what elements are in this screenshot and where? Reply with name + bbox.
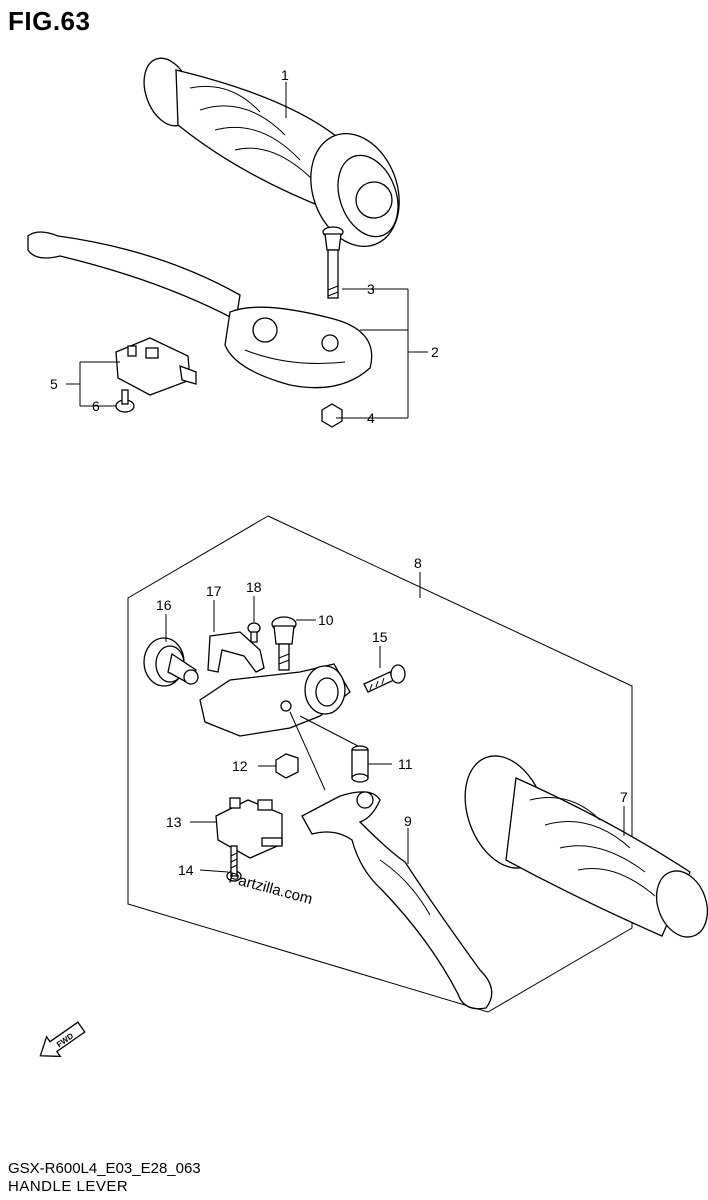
callout-12: 12 [232, 758, 248, 774]
clutch-switch [215, 797, 283, 859]
callout-5: 5 [50, 376, 58, 392]
callout-13: 13 [166, 814, 182, 830]
front-stop-switch [115, 337, 197, 396]
bottom-leader-lines [165, 596, 625, 873]
clutch-lever [301, 791, 493, 1010]
callout-6: 6 [92, 398, 100, 414]
switch-bracket [207, 631, 265, 673]
nut [321, 403, 343, 428]
callout-11: 11 [398, 756, 413, 772]
section-name: HANDLE LEVER [8, 1178, 129, 1195]
lever-collar [351, 745, 369, 783]
top-leader-lines [66, 82, 428, 419]
figure-title: FIG.63 [8, 6, 91, 36]
callout-16: 16 [156, 597, 172, 613]
callout-7: 7 [620, 789, 628, 805]
callout-labels: 1 2 3 4 5 6 7 8 9 10 11 12 13 14 15 16 1… [50, 67, 628, 878]
callout-1: 1 [281, 67, 289, 83]
callout-18: 18 [246, 579, 262, 595]
clutch-adjuster [143, 637, 199, 687]
left-grip [464, 755, 708, 938]
callout-2: 2 [431, 344, 439, 360]
callout-15: 15 [372, 629, 388, 645]
callout-4: 4 [367, 410, 375, 426]
callout-8: 8 [414, 555, 422, 571]
bracket-screw [247, 622, 261, 643]
callout-3: 3 [367, 281, 375, 297]
callout-9: 9 [404, 813, 412, 829]
model-code: GSX-R600L4_E03_E28_063 [8, 1160, 201, 1177]
clutch-switch-screw [226, 845, 242, 882]
watermark: Partzilla.com [227, 869, 314, 908]
switch-screw [115, 389, 135, 413]
clutch-lever-holder [199, 663, 351, 737]
callout-17: 17 [206, 583, 222, 599]
throttle-grip [143, 57, 400, 248]
fwd-arrow-icon: FWD [39, 1021, 86, 1058]
lever-bolt [271, 616, 297, 671]
holder-bolt [363, 664, 406, 693]
holder-nut [275, 753, 299, 779]
assembly-boundary [127, 515, 633, 1013]
pivot-bolt [322, 226, 344, 299]
callout-14: 14 [178, 862, 194, 878]
brake-lever [27, 231, 373, 389]
callout-10: 10 [318, 612, 334, 628]
